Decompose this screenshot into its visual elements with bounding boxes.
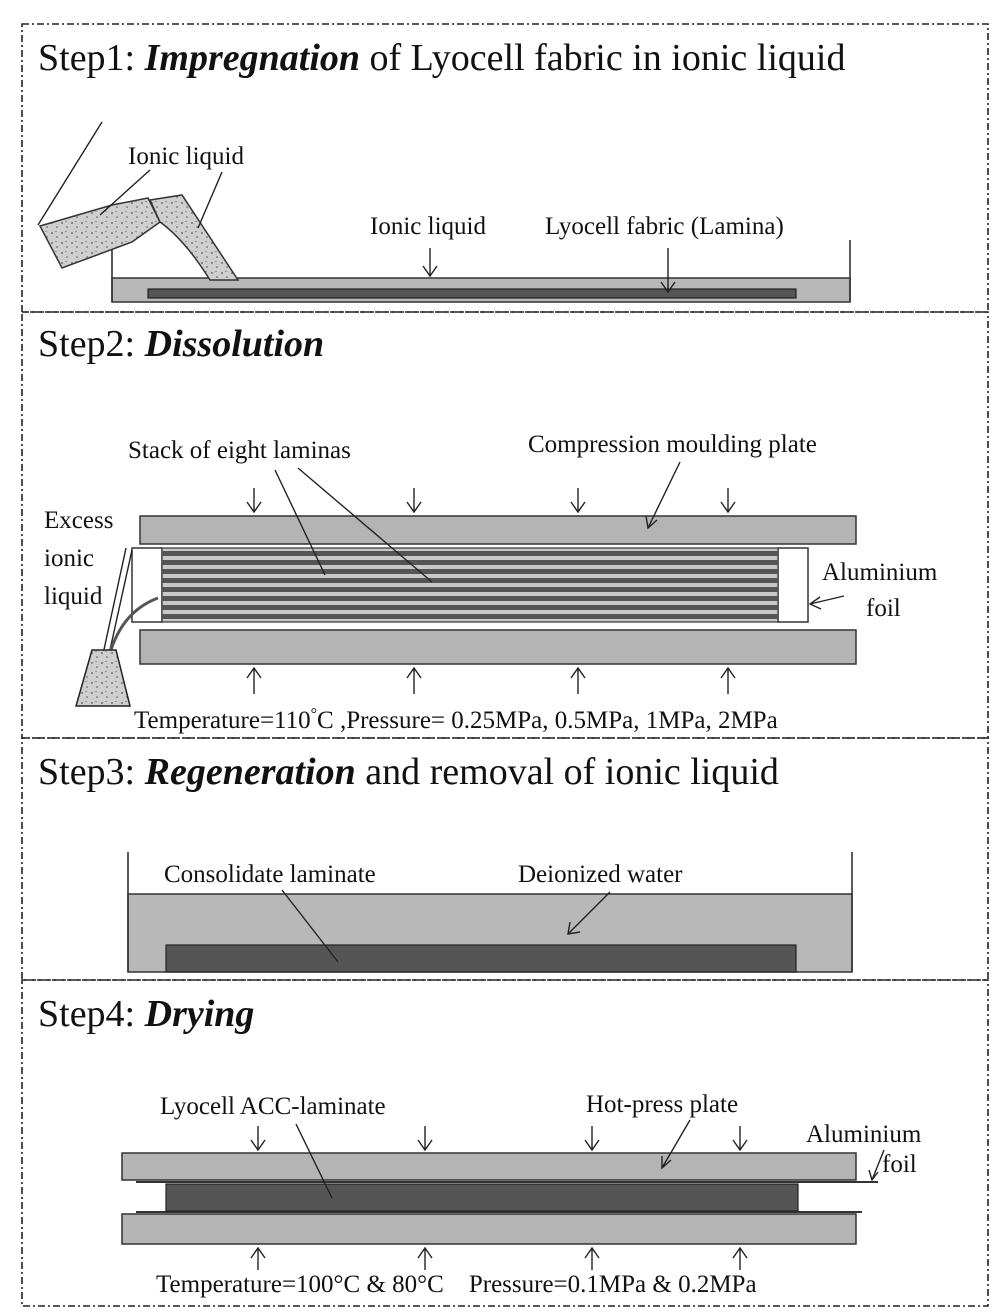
step2-panel: Step2: Dissolution Stack of eight lamina…: [21, 311, 989, 739]
step4-conditions: Temperature=100°C & 80°C Pressure=0.1MPa…: [156, 1271, 757, 1298]
step2-bottom-plate: [139, 629, 857, 665]
step1-label-lyocell-fabric: Lyocell fabric (Lamina): [545, 213, 784, 240]
step2-label-plate: Compression moulding plate: [528, 431, 817, 458]
step4-label-foil-2: foil: [882, 1151, 917, 1178]
step2-foil-right: [777, 547, 809, 623]
step4-panel: Step4: Drying Lyocell ACC-laminate Hot-p…: [21, 979, 989, 1307]
step1-ionic-liquid-stream: [148, 194, 240, 281]
step3-title-rest: and removal of ionic liquid: [356, 751, 779, 793]
step1-title: Step1: Impregnation of Lyocell fabric in…: [38, 37, 845, 79]
step4-label-laminate: Lyocell ACC-laminate: [160, 1093, 386, 1120]
step4-title: Step4: Drying: [38, 993, 254, 1035]
step4-top-plate: [121, 1152, 857, 1181]
step2-bottom-pressure-arrows: [246, 666, 736, 694]
step2-lamina-stack: [161, 547, 779, 623]
step2-label-foil-1: Aluminium: [822, 559, 938, 586]
step3-title-prefix: Step3:: [38, 751, 145, 793]
step1-title-rest: of Lyocell fabric in ionic liquid: [360, 37, 845, 79]
step2-label-stack: Stack of eight laminas: [128, 437, 351, 464]
step2-title-emphasis: Dissolution: [144, 323, 325, 365]
step4-title-prefix: Step4:: [38, 993, 145, 1035]
step2-excess-collector: [75, 649, 131, 707]
step4-acc-laminate: [165, 1183, 799, 1212]
step4-title-emphasis: Drying: [144, 993, 255, 1035]
step4-label-plate: Hot-press plate: [586, 1091, 738, 1118]
step2-title-prefix: Step2:: [38, 323, 145, 365]
step2-conditions: Temperature=110°C ,Pressure= 0.25MPa, 0.…: [134, 706, 778, 734]
step4-bottom-plate: [121, 1213, 857, 1245]
step1-lyocell-fabric: [147, 288, 797, 299]
step1-label-ionic-liquid-beaker: Ionic liquid: [128, 143, 244, 170]
step3-label-water: Deionized water: [518, 861, 683, 888]
step2-top-plate: [139, 515, 857, 545]
step2-label-excess-2: ionic: [44, 545, 94, 572]
step4-label-foil-1: Aluminium: [806, 1121, 922, 1148]
step1-title-emphasis: Impregnation: [144, 37, 360, 79]
step3-title: Step3: Regeneration and removal of ionic…: [38, 751, 779, 793]
step2-conditions-temp: Temperature=110: [134, 707, 311, 734]
step2-title: Step2: Dissolution: [38, 323, 324, 365]
step3-label-laminate: Consolidate laminate: [164, 861, 376, 888]
step4-bottom-pressure-arrows: [250, 1246, 748, 1270]
step1-label-ionic-liquid-tray: Ionic liquid: [370, 213, 486, 240]
step2-label-foil-2: foil: [866, 595, 901, 622]
step1-title-prefix: Step1:: [38, 37, 145, 79]
step3-panel: Step3: Regeneration and removal of ionic…: [21, 737, 989, 981]
step3-consolidate-laminate: [165, 944, 797, 973]
step2-conditions-deg: °: [311, 706, 317, 723]
step4-border: [21, 979, 989, 1307]
step1-panel: Step1: Impregnation of Lyocell fabric in…: [21, 23, 989, 313]
step4-top-pressure-arrows: [250, 1126, 748, 1152]
step3-title-emphasis: Regeneration: [144, 751, 356, 793]
step2-label-excess-3: liquid: [44, 583, 103, 610]
step2-conditions-pressure: C ,Pressure= 0.25MPa, 0.5MPa, 1MPa, 2MPa: [317, 707, 778, 734]
step2-label-excess-1: Excess: [44, 507, 113, 534]
step2-top-pressure-arrows: [246, 488, 736, 514]
